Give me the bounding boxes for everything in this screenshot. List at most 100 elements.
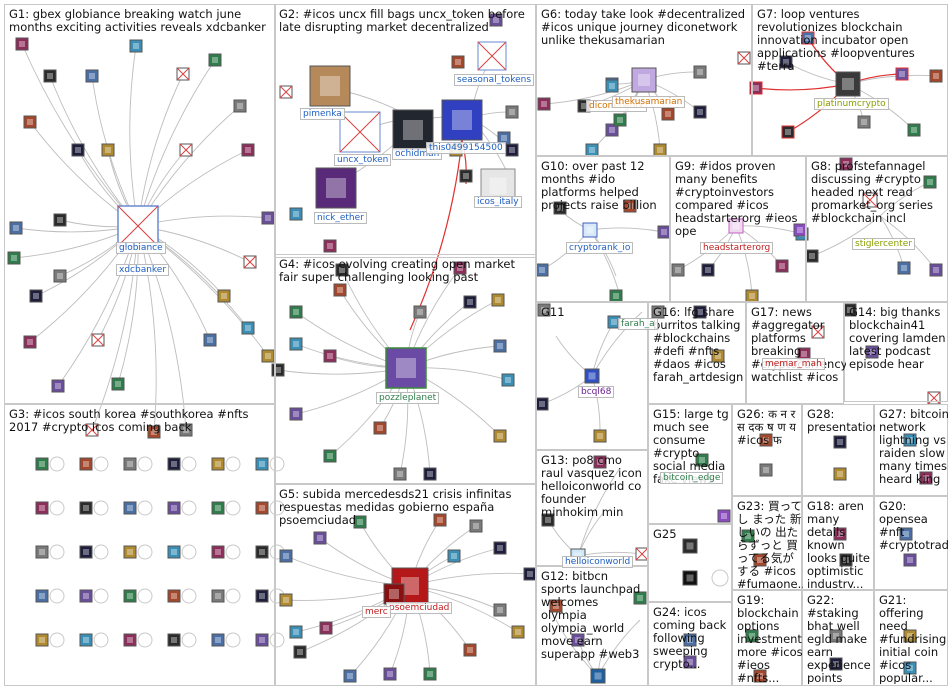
node-avatar[interactable] [7, 251, 21, 265]
node-avatar[interactable] [167, 589, 181, 603]
node-avatar[interactable] [683, 655, 697, 669]
node-avatar[interactable] [279, 593, 293, 607]
node-avatar[interactable] [899, 527, 913, 541]
node-avatar[interactable] [903, 433, 917, 447]
node-label-helloiconworld[interactable]: helloiconworld [562, 556, 634, 568]
node-avatar[interactable] [537, 97, 551, 111]
node-avatar[interactable] [255, 633, 269, 647]
headstarterorg-node[interactable] [728, 218, 744, 234]
nick-ether-node[interactable] [315, 167, 357, 209]
node-avatar[interactable] [833, 467, 847, 481]
node-avatar[interactable] [651, 305, 665, 319]
node-avatar[interactable] [79, 501, 93, 515]
node-avatar[interactable] [53, 213, 67, 227]
node-label-platinumcrypto[interactable]: platinumcrypto [814, 98, 889, 110]
node-avatar[interactable] [585, 143, 599, 157]
node-avatar[interactable] [493, 429, 507, 443]
node-avatar[interactable] [335, 263, 349, 277]
node-avatar[interactable] [839, 553, 853, 567]
node-avatar[interactable] [865, 345, 879, 359]
this0499154500-node[interactable] [441, 99, 483, 141]
node-avatar[interactable] [255, 457, 269, 471]
cryptorank-io-node[interactable] [582, 222, 598, 238]
node-avatar[interactable] [353, 515, 367, 529]
node-avatar[interactable] [35, 501, 49, 515]
node-avatar[interactable] [857, 115, 871, 129]
node-avatar[interactable] [453, 261, 467, 275]
node-avatar[interactable] [635, 547, 649, 561]
node-avatar[interactable] [775, 259, 789, 273]
node-avatar[interactable] [211, 633, 225, 647]
node-label-this0499154500[interactable]: this0499154500 [426, 142, 506, 154]
node-avatar[interactable] [741, 529, 755, 543]
node-label-icos-italy[interactable]: icos_italy [474, 196, 522, 208]
node-avatar[interactable] [255, 545, 269, 559]
node-avatar[interactable] [129, 39, 143, 53]
node-avatar[interactable] [671, 263, 685, 277]
node-avatar[interactable] [903, 553, 917, 567]
node-avatar[interactable] [829, 657, 843, 671]
node-avatar[interactable] [373, 421, 387, 435]
bcql68-node[interactable] [584, 368, 600, 384]
node-avatar[interactable] [701, 263, 715, 277]
node-avatar[interactable] [793, 223, 807, 237]
node-avatar[interactable] [693, 305, 707, 319]
node-label-psoemciudad[interactable]: psoemciudad [386, 602, 453, 614]
node-avatar[interactable] [111, 377, 125, 391]
node-avatar[interactable] [101, 143, 115, 157]
node-avatar[interactable] [511, 625, 525, 639]
node-avatar[interactable] [549, 599, 563, 613]
node-avatar[interactable] [695, 453, 709, 467]
node-avatar[interactable] [903, 629, 917, 643]
node-avatar[interactable] [79, 589, 93, 603]
node-avatar[interactable] [79, 545, 93, 559]
node-avatar[interactable] [255, 501, 269, 515]
node-avatar[interactable] [489, 13, 503, 27]
node-avatar[interactable] [79, 633, 93, 647]
node-avatar[interactable] [779, 55, 793, 69]
node-avatar[interactable] [907, 123, 921, 137]
node-label-memar-mah[interactable]: memar_mah [762, 358, 825, 370]
node-avatar[interactable] [323, 449, 337, 463]
node-avatar[interactable] [53, 269, 67, 283]
node-avatar[interactable] [343, 669, 357, 683]
node-avatar[interactable] [929, 69, 943, 83]
node-avatar[interactable] [623, 199, 637, 213]
node-avatar[interactable] [682, 570, 698, 586]
node-avatar[interactable] [447, 549, 461, 563]
node-avatar[interactable] [91, 333, 105, 347]
node-avatar[interactable] [29, 289, 43, 303]
node-avatar[interactable] [593, 455, 607, 469]
node-avatar[interactable] [423, 667, 437, 681]
node-avatar[interactable] [217, 289, 231, 303]
node-avatar[interactable] [289, 207, 303, 221]
bitbcn-node[interactable] [590, 668, 606, 684]
node-avatar[interactable] [493, 541, 507, 555]
node-avatar[interactable] [323, 349, 337, 363]
node-avatar[interactable] [535, 397, 549, 411]
node-avatar[interactable] [123, 501, 137, 515]
node-avatar[interactable] [23, 115, 37, 129]
node-avatar[interactable] [737, 51, 751, 65]
node-avatar[interactable] [23, 335, 37, 349]
node-label-bitcoin-edge[interactable]: bitcoin_edge [660, 472, 724, 484]
node-avatar[interactable] [833, 435, 847, 449]
node-avatar[interactable] [423, 467, 437, 481]
pozzleplanet-node[interactable] [385, 347, 427, 389]
node-avatar[interactable] [541, 513, 555, 527]
node-avatar[interactable] [693, 105, 707, 119]
node-avatar[interactable] [469, 519, 483, 533]
node-label-pozzleplanet[interactable]: pozzleplanet [376, 392, 440, 404]
node-avatar[interactable] [749, 81, 763, 95]
node-avatar[interactable] [605, 79, 619, 93]
seasonal-tokens-node[interactable] [477, 41, 507, 71]
node-avatar[interactable] [313, 531, 327, 545]
node-avatar[interactable] [241, 143, 255, 157]
pimenka-node[interactable] [309, 65, 351, 107]
node-label-cryptorank-io[interactable]: cryptorank_io [566, 242, 634, 254]
node-avatar[interactable] [211, 545, 225, 559]
node-avatar[interactable] [745, 629, 759, 643]
node-avatar[interactable] [862, 192, 878, 208]
node-avatar[interactable] [759, 433, 773, 447]
node-avatar[interactable] [683, 633, 697, 647]
